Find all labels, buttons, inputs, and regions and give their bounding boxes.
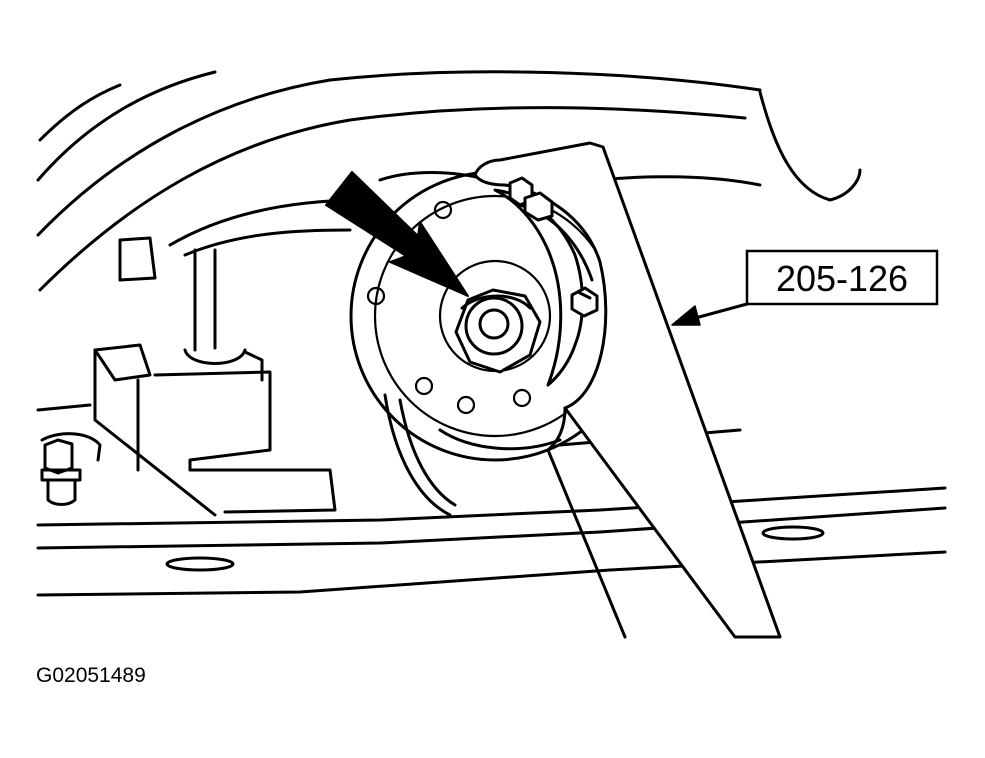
- tool-bolt-upper: [508, 176, 554, 222]
- callout-box: 205-126: [745, 249, 939, 306]
- callout-label: 205-126: [776, 258, 908, 299]
- left-hex-bolt: [40, 432, 102, 506]
- suspension-bracket: [93, 236, 337, 517]
- arrow-indicator: [325, 171, 469, 297]
- frame-crossmember: [36, 403, 947, 597]
- callout-leader: [671, 302, 749, 326]
- figure-reference-id: G02051489: [36, 664, 146, 687]
- pinion-nut: [454, 288, 542, 374]
- body-panel-outline: [36, 70, 862, 292]
- tool-bolt-lower: [570, 286, 599, 318]
